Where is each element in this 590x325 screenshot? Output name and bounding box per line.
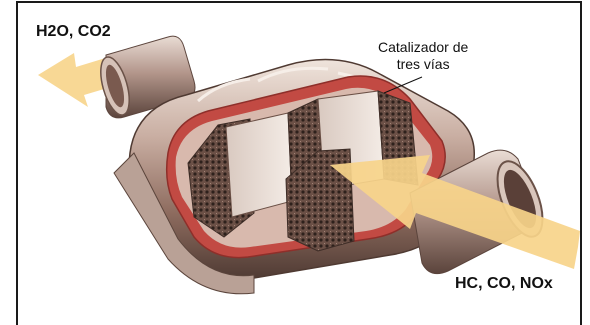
catalyst-callout-label: Catalizador de tres vías — [378, 39, 468, 73]
catalyst-label-line2: tres vías — [378, 56, 468, 73]
catalyst-label-line1: Catalizador de — [378, 39, 468, 56]
output-gases-label: H2O, CO2 — [36, 23, 111, 41]
diagram-frame: H2O, CO2 Catalizador de tres vías HC, CO… — [16, 1, 582, 325]
input-gases-label: HC, CO, NOx — [455, 275, 553, 293]
